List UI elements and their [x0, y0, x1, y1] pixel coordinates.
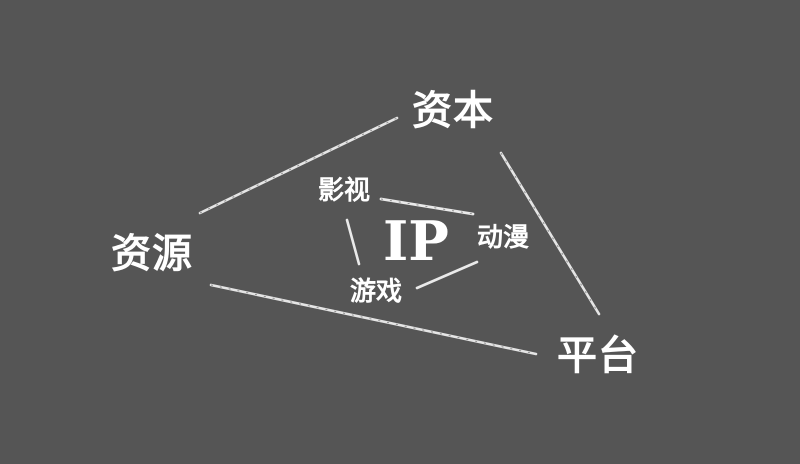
node-ip-core: IP: [383, 209, 449, 273]
node-animation: 动漫: [477, 223, 530, 253]
edge-games-animation: [415, 260, 479, 290]
edge-filmtv-games: [345, 218, 361, 266]
node-film-tv: 影视: [318, 176, 371, 206]
edge-capital-platform: [499, 151, 601, 316]
node-platform: 平台: [557, 333, 639, 379]
node-resources: 资源: [111, 231, 193, 277]
node-capital: 资本: [412, 88, 494, 134]
node-games: 游戏: [350, 277, 403, 307]
